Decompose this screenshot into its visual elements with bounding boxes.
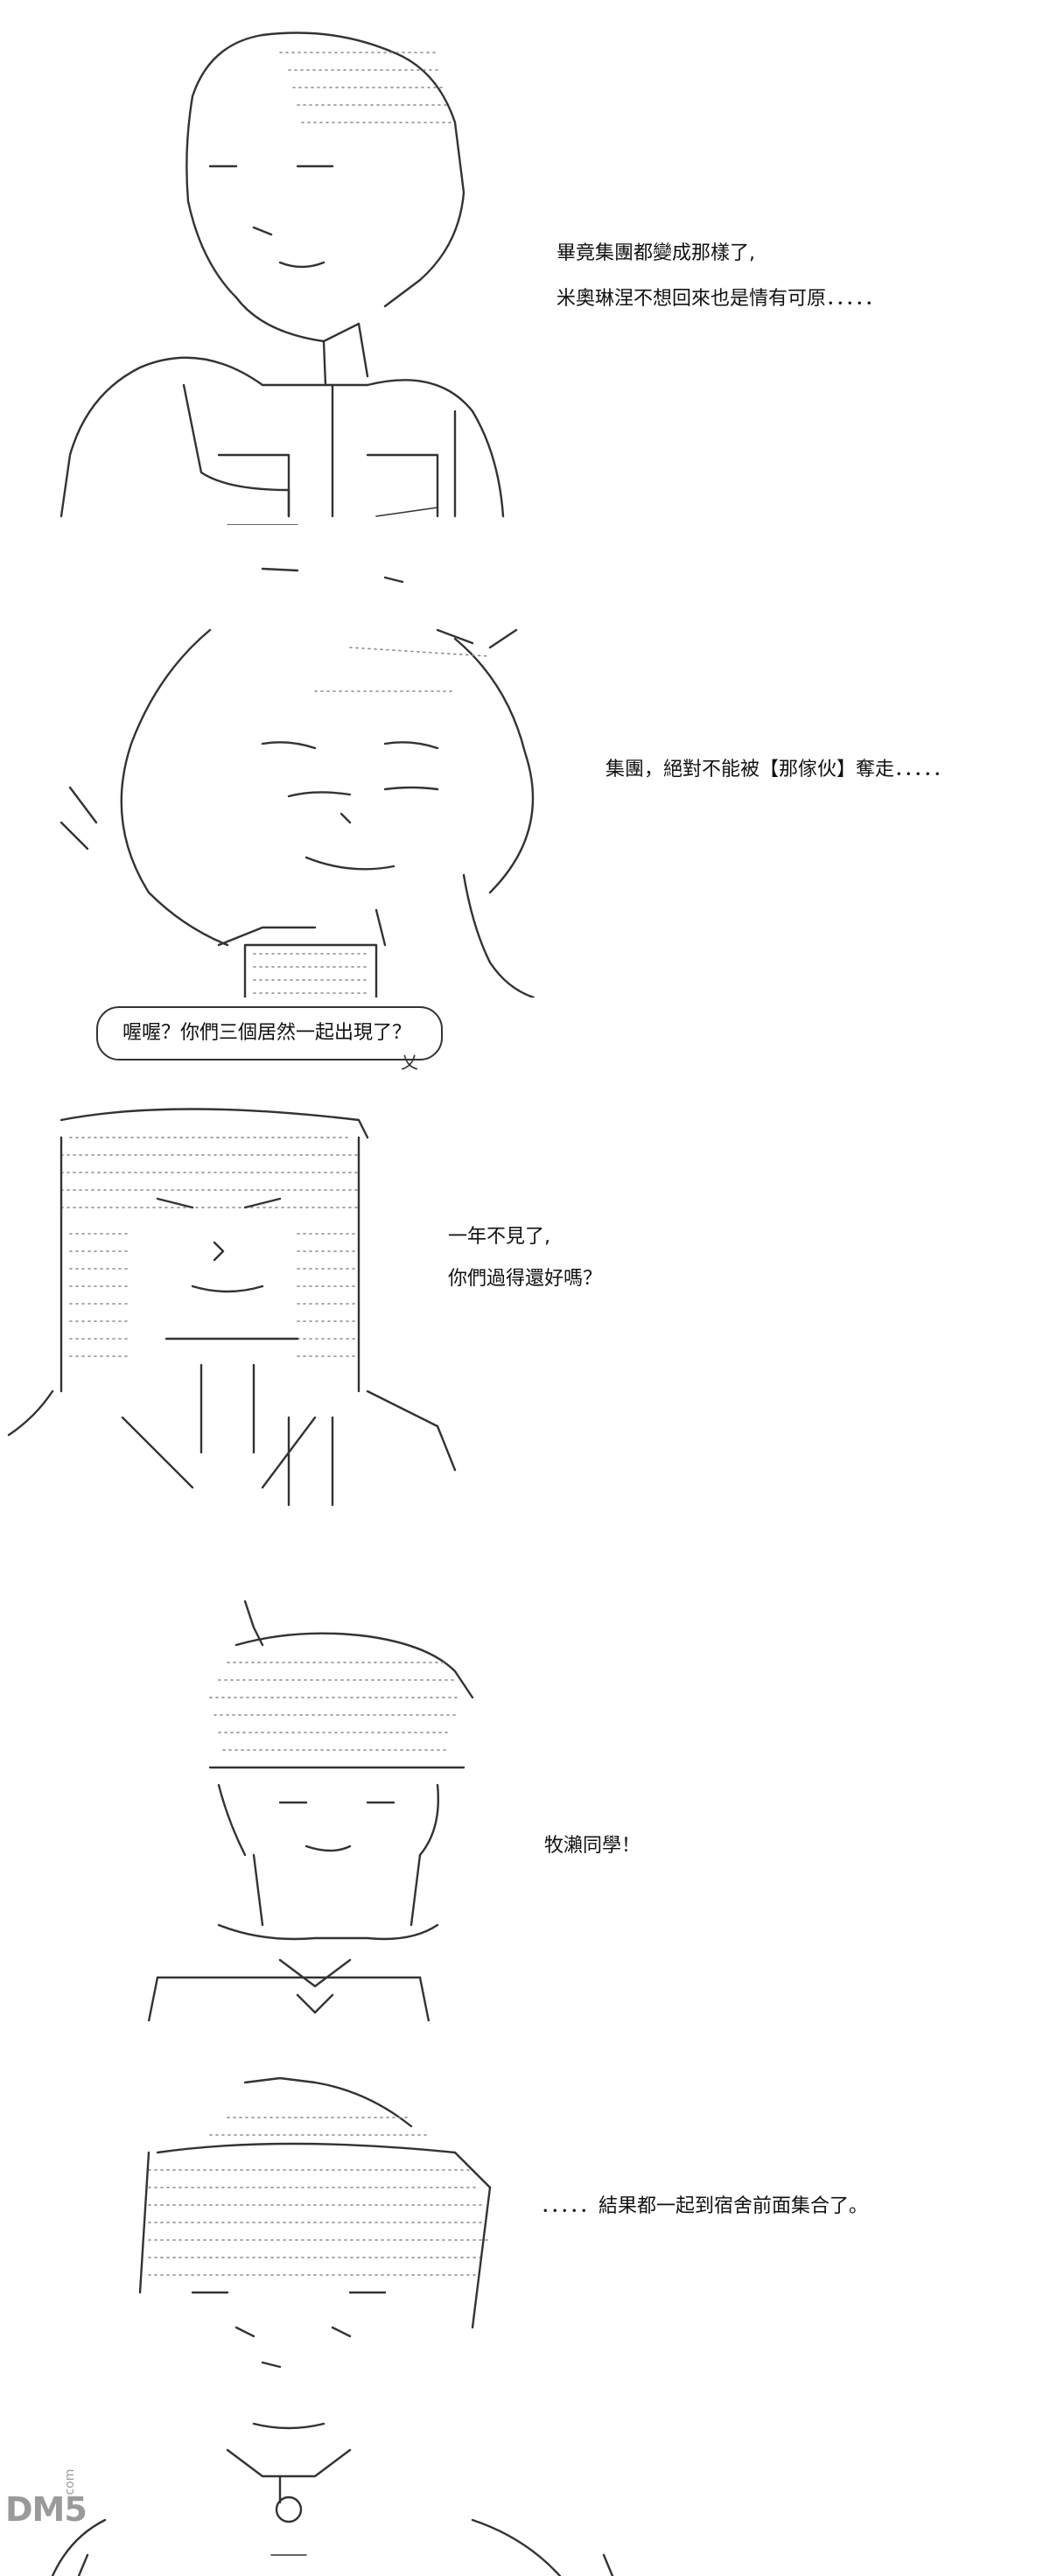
watermark-main-text: DM5	[5, 2490, 88, 2529]
dialogue-line: 集團，絕對不能被【那傢伙】奪走．．．．．	[606, 759, 953, 780]
dialogue-line: 米奧琳涅不想回來也是情有可原．．．．．	[556, 288, 885, 310]
ascii-art-figure-2	[0, 560, 595, 998]
dialogue-line: 你們過得還好嗎？	[448, 1268, 603, 1290]
ascii-art-figure-3	[0, 1102, 490, 1514]
ascii-art-figure-5	[0, 2065, 682, 2576]
watermark-sub-text: .com	[63, 2468, 77, 2499]
panel-3: 一年不見了, 你們過得還好嗎？	[0, 1102, 1050, 1514]
panel-1: 畢竟集團都變成那樣了, 米奧琳涅不想回來也是情有可原．．．．．	[0, 0, 1050, 525]
ascii-art-figure-1	[0, 0, 525, 525]
panel-2: 集團，絕對不能被【那傢伙】奪走．．．．．	[0, 560, 1050, 998]
site-watermark-logo: DM5 .com	[5, 2469, 89, 2567]
dialogue-line: 畢竟集團都變成那樣了,	[556, 242, 755, 264]
speech-bubble-tail: 乂	[401, 1052, 418, 1073]
speech-bubble: 喔喔？你們三個居然一起出現了？	[96, 1006, 443, 1060]
panel-5: ．．．．．結果都一起到宿舍前面集合了。	[0, 2065, 1050, 2576]
dialogue-line: 牧瀨同學！	[544, 1835, 641, 1857]
panel-4: 牧瀨同學！	[0, 1592, 1050, 2021]
ascii-art-figure-4	[0, 1592, 542, 2021]
dialogue-line: 一年不見了,	[448, 1226, 550, 1248]
speech-bubble-text: 喔喔？你們三個居然一起出現了？	[122, 1022, 412, 1044]
dialogue-line: ．．．．．結果都一起到宿舍前面集合了。	[541, 2195, 869, 2217]
